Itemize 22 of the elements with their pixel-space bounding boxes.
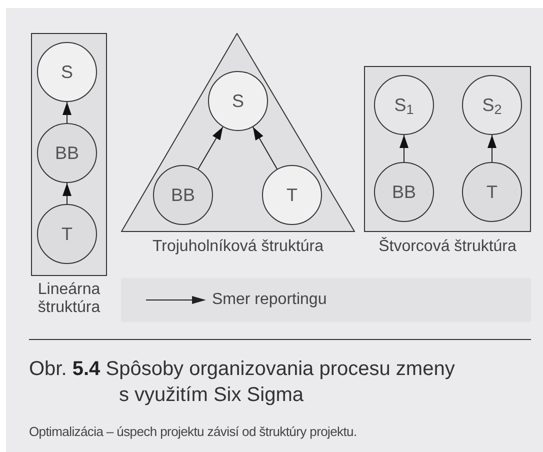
legend-label: Smer reportingu [212, 290, 327, 310]
reporting-arrow [252, 126, 278, 170]
reporting-arrow [62, 102, 72, 124]
reporting-arrow [488, 134, 496, 162]
role-label: T [486, 180, 498, 204]
structure-label: Štvorcová štruktúra [378, 238, 518, 256]
figure-note: Optimalizácia – úspech projektu závisí od štruktúry projektu. [29, 423, 357, 441]
structure-label: Trojuholníková štruktúra [151, 238, 325, 256]
reporting-arrow [198, 126, 224, 170]
role-label: BB [170, 184, 195, 206]
role-label: T [62, 222, 72, 246]
role-label: T [286, 184, 298, 206]
reporting-arrow [400, 134, 408, 162]
figure-caption: Obr. 5.4 Spôsoby organizovania procesu zmeny s využitím Six Sigma [29, 357, 456, 408]
role-label: S$_{1}$ [394, 94, 414, 118]
role-label: S [60, 60, 73, 84]
role-label: BB [54, 142, 79, 164]
role-label: S$_{2}$ [482, 94, 502, 118]
role-label: S [232, 90, 244, 112]
role-label: BB [392, 180, 416, 204]
structure-label: Lineárna štruktúra [36, 281, 102, 317]
reporting-arrow [62, 182, 72, 204]
